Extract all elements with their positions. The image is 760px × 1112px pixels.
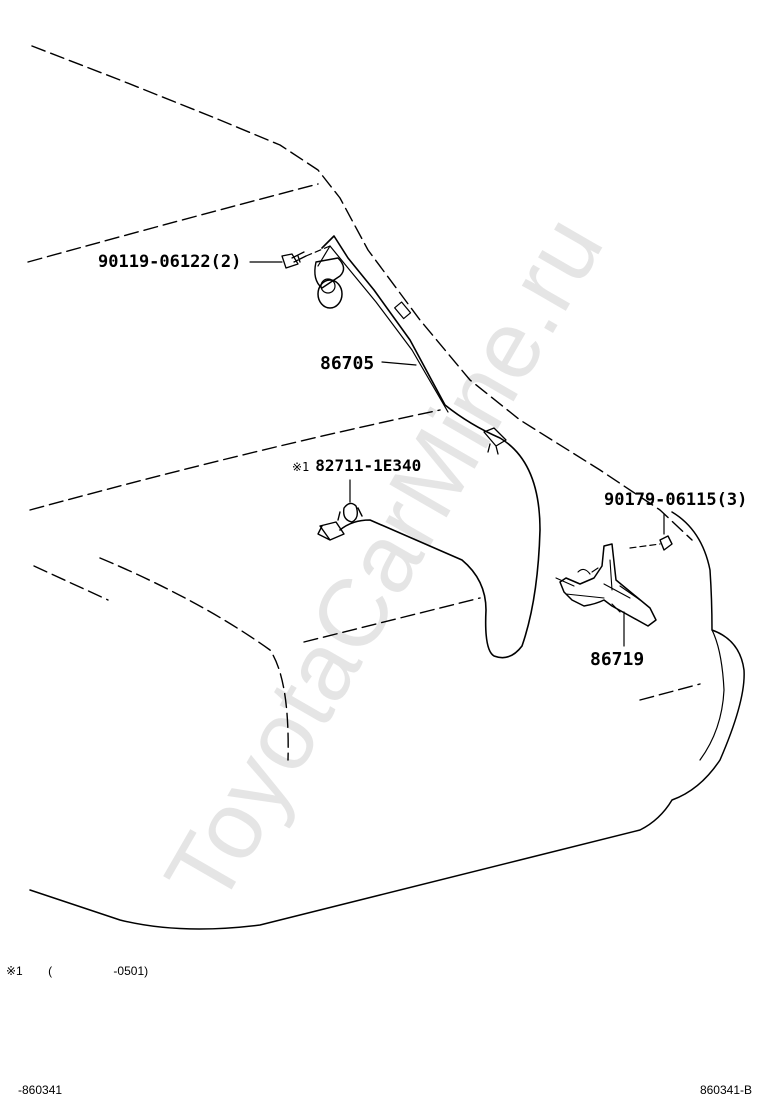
label-bracket: 86719 [590, 651, 644, 669]
footer-left-code: -860341 [18, 1083, 63, 1097]
antenna-grommet [317, 279, 343, 309]
footer-right-code: 860341-B [699, 1083, 752, 1097]
cord-leader [381, 361, 417, 366]
nut-part-number: 90179-06115 [604, 490, 717, 510]
bracket-part [559, 543, 657, 627]
nut-qty: (3) [716, 490, 748, 510]
nut-dash [629, 543, 661, 549]
footnote-open-paren: ( [48, 964, 53, 978]
trunk-lid-edge [29, 409, 441, 511]
bumper-line [639, 683, 701, 701]
clamp-part-number: 82711-1E340 [315, 456, 422, 475]
label-bolt: 90119-06122(2) [98, 254, 241, 271]
antenna-base [314, 257, 345, 289]
bolt-screw [281, 251, 307, 269]
antenna-cord [321, 235, 541, 659]
footnote: ※1 ( -0501) [6, 965, 148, 977]
deck-crease [33, 565, 109, 601]
bolt-qty: (2) [210, 252, 242, 272]
roof-outline [31, 45, 693, 541]
clamp-part [337, 502, 363, 523]
antenna-cord-parallel [317, 245, 449, 413]
cord-part-number: 86705 [320, 353, 375, 374]
antenna-grommet-inner [320, 278, 336, 294]
bolt-part-number: 90119-06122 [98, 252, 211, 272]
footnote-range: -0501) [113, 964, 149, 978]
bolt-dash [305, 245, 331, 257]
body-side [29, 511, 745, 930]
cord-tag [394, 301, 412, 320]
trunk-opening [303, 597, 481, 643]
label-clamp: ※1 82711-1E340 [292, 458, 421, 474]
deck-crease-2 [99, 557, 289, 761]
rear-window-edge [27, 183, 319, 263]
clamp-note-mark: ※1 [292, 460, 310, 474]
label-antenna-cord: 86705 [320, 355, 374, 373]
footnote-mark: ※1 [6, 964, 23, 978]
fender-curve [699, 629, 725, 761]
cord-clip [483, 427, 507, 455]
cord-connector [317, 521, 345, 541]
bracket-detail [555, 559, 641, 613]
bracket-part-number: 86719 [590, 649, 645, 670]
nut-part [659, 535, 673, 551]
label-nut: 90179-06115(3) [604, 492, 747, 509]
